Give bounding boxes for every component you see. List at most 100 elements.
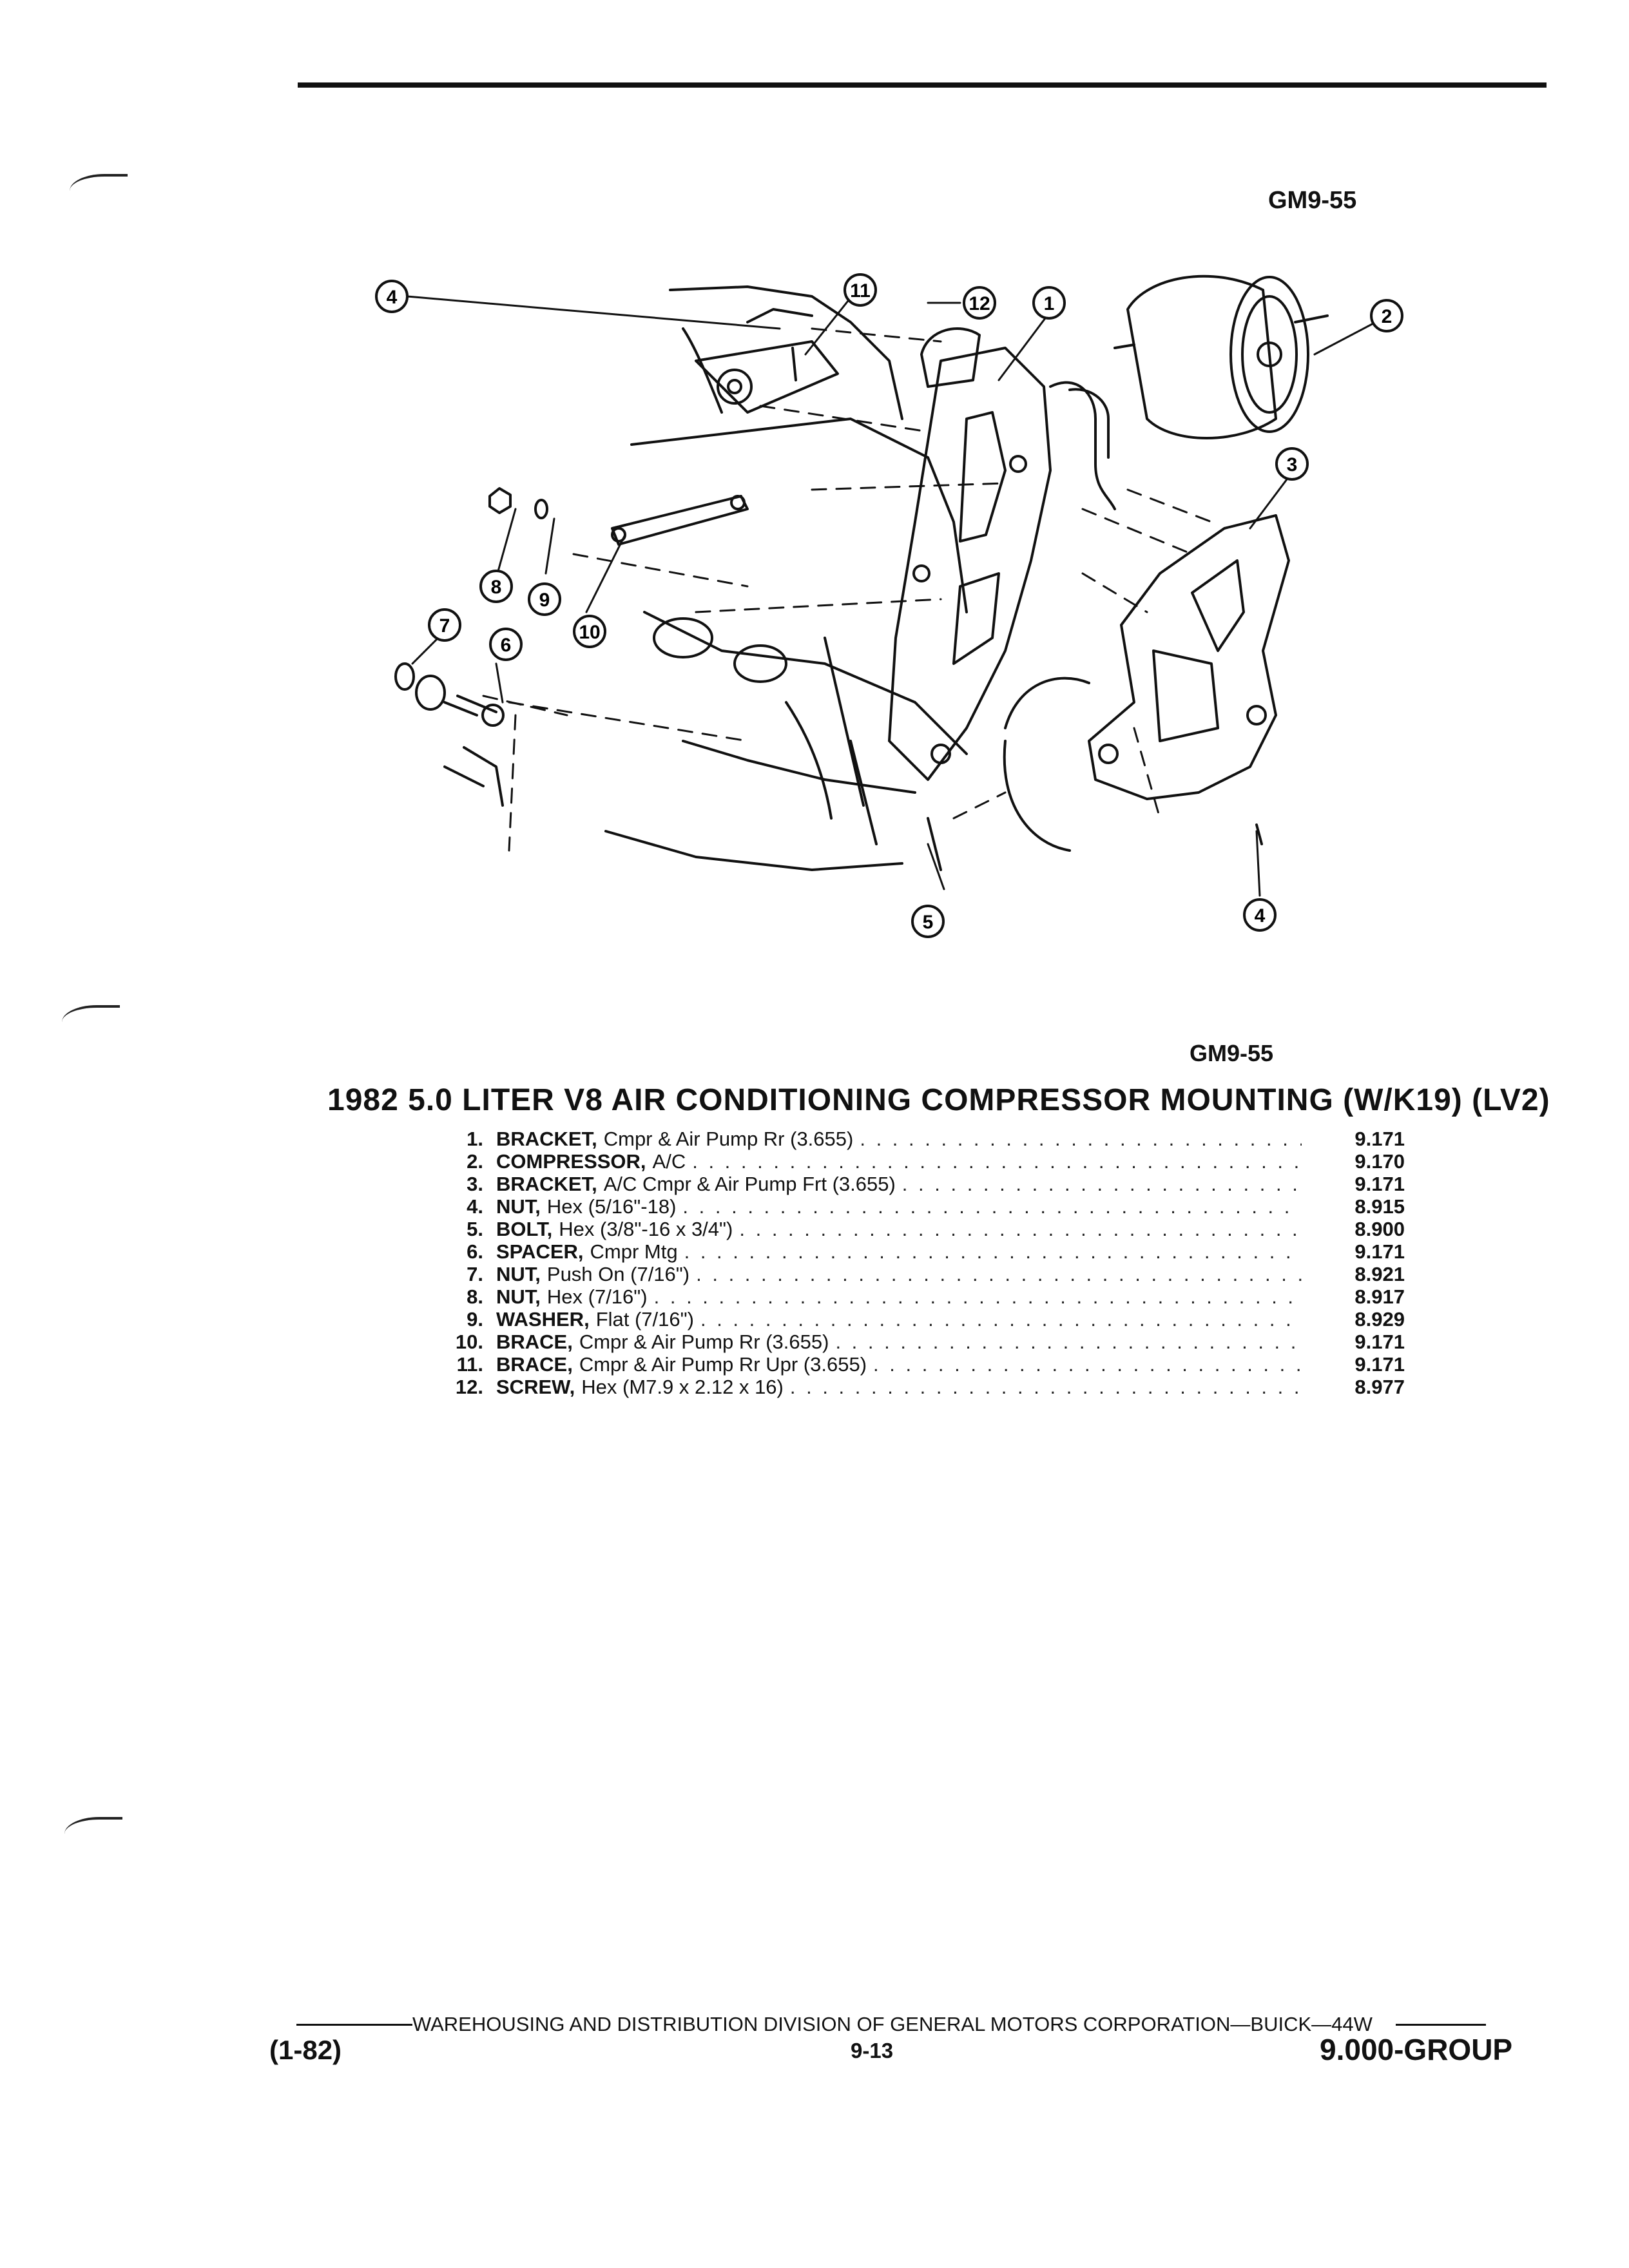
dot-leader — [867, 1353, 1302, 1376]
parts-list-row: 5.BOLT,Hex (3/8"-16 x 3/4")8.900 — [425, 1218, 1405, 1240]
part-number: 2. — [467, 1150, 483, 1173]
part-description: Hex (7/16") — [546, 1285, 648, 1308]
part-name: SCREW, — [496, 1376, 575, 1398]
callout-5: 5 — [911, 905, 945, 938]
part-description: Flat (7/16") — [595, 1308, 694, 1331]
part-number: 11. — [456, 1353, 483, 1376]
svg-text:6: 6 — [501, 635, 512, 656]
footer-date-code: (1-82) — [269, 2035, 342, 2065]
rear-bracket — [888, 347, 1052, 781]
hose — [1049, 381, 1116, 510]
part-name: NUT, — [496, 1195, 541, 1218]
exploded-view-diagram: 4 11 12 1 2 3 8 9 10 7 6 5 4 — [375, 273, 1403, 938]
callout-7: 7 — [428, 608, 461, 642]
group-reference: 9.171 — [1354, 1173, 1405, 1195]
part-name: NUT, — [496, 1263, 541, 1285]
nut-8 — [488, 487, 512, 514]
parts-list-row: 3.BRACKET,A/C Cmpr & Air Pump Frt (3.655… — [425, 1173, 1405, 1195]
part-number: 9. — [467, 1308, 483, 1331]
parts-list-row: 2. COMPRESSOR, A/C 9.170 — [425, 1150, 1405, 1173]
nut-4-lower — [1255, 823, 1263, 845]
part-description: A/C — [652, 1150, 686, 1173]
group-reference: 8.915 — [1354, 1195, 1405, 1218]
part-name: BRACKET, — [496, 1128, 597, 1150]
part-description: Hex (5/16"-18) — [546, 1195, 677, 1218]
callout-8: 8 — [479, 570, 513, 603]
callout-1: 1 — [1032, 286, 1066, 320]
edge-mark — [64, 1817, 122, 1845]
part-name: BRACKET, — [496, 1173, 597, 1195]
dot-leader — [689, 1263, 1302, 1286]
part-description: Hex (3/8"-16 x 3/4") — [559, 1218, 733, 1240]
group-reference: 9.171 — [1354, 1353, 1405, 1376]
parts-list-row: 1. BRACKET, Cmpr & Air Pump Rr (3.655) 9.17… — [425, 1128, 1405, 1150]
part-number: 7. — [467, 1263, 483, 1285]
part-description: Hex (M7.9 x 2.12 x 16) — [581, 1376, 784, 1398]
callout-9: 9 — [528, 582, 561, 616]
figure-code-top: GM9-55 — [1268, 187, 1357, 214]
leader-lines — [406, 295, 1377, 897]
group-reference: 9.171 — [1354, 1240, 1405, 1263]
part-description: Cmpr Mtg — [590, 1240, 678, 1263]
parts-list-row: 11. BRACE, Cmpr & Air Pump Rr Upr (3.655) 9… — [425, 1353, 1405, 1376]
dot-leader — [896, 1173, 1302, 1196]
part-description: Cmpr & Air Pump Rr (3.655) — [603, 1128, 854, 1150]
compressor — [1113, 274, 1329, 439]
part-description: Push On (7/16") — [546, 1263, 690, 1285]
part-name: NUT, — [496, 1285, 541, 1308]
svg-text:11: 11 — [850, 280, 871, 302]
callout-4-bottom: 4 — [1243, 898, 1277, 932]
svg-text:5: 5 — [923, 912, 934, 933]
footer-rule-right — [1395, 2023, 1486, 2026]
svg-text:3: 3 — [1287, 454, 1298, 476]
parts-list-row: 6.SPACER,Cmpr Mtg9.171 — [425, 1240, 1405, 1263]
part-number: 1. — [467, 1128, 483, 1150]
dot-leader — [853, 1128, 1302, 1151]
group-reference: 9.170 — [1354, 1150, 1405, 1173]
edge-mark — [62, 1005, 120, 1033]
group-reference: 9.171 — [1354, 1331, 1405, 1353]
callout-10: 10 — [573, 615, 606, 648]
washer-9 — [534, 499, 548, 519]
part-name: BRACE, — [496, 1353, 573, 1376]
brace-10 — [611, 495, 749, 546]
svg-text:10: 10 — [579, 622, 600, 643]
dot-leader — [676, 1195, 1302, 1218]
svg-text:7: 7 — [439, 615, 450, 637]
parts-list-row: 9.WASHER,Flat (7/16")8.929 — [425, 1308, 1405, 1331]
footer-group: 9.000-GROUP — [1320, 2033, 1513, 2066]
dot-leader — [733, 1218, 1302, 1241]
parts-list-row: 8.NUT,Hex (7/16")8.917 — [425, 1285, 1405, 1308]
part-description: A/C Cmpr & Air Pump Frt (3.655) — [603, 1173, 896, 1195]
part-name: COMPRESSOR, — [496, 1150, 646, 1173]
figure-code-bottom: GM9-55 — [1190, 1040, 1274, 1066]
part-name: BRACE, — [496, 1331, 573, 1353]
callout-11: 11 — [843, 273, 877, 307]
parts-list-row: 10. BRACE, Cmpr & Air Pump Rr (3.655) 9.171 — [425, 1331, 1405, 1353]
footer-page-number: 9-13 — [851, 2039, 894, 2062]
part-name: SPACER, — [496, 1240, 584, 1263]
part-description: Cmpr & Air Pump Rr (3.655) — [579, 1331, 829, 1353]
callout-4-top: 4 — [375, 280, 409, 313]
footer-division-line: WAREHOUSING AND DISTRIBUTION DIVISION OF… — [296, 2013, 1508, 2036]
pulley-arc — [1004, 677, 1090, 729]
air-pump — [695, 308, 839, 414]
part-number: 10. — [455, 1331, 483, 1353]
bolt-5 — [927, 817, 942, 871]
group-reference: 8.900 — [1354, 1218, 1405, 1240]
dot-leader — [678, 1240, 1302, 1264]
dot-leader — [784, 1376, 1302, 1399]
svg-text:2: 2 — [1382, 306, 1393, 327]
callout-3: 3 — [1275, 447, 1309, 481]
group-reference: 9.171 — [1354, 1128, 1405, 1150]
pulley-arc — [1003, 740, 1071, 852]
part-number: 12. — [455, 1376, 483, 1398]
group-reference: 8.977 — [1354, 1376, 1405, 1398]
part-description: Cmpr & Air Pump Rr Upr (3.655) — [579, 1353, 867, 1376]
top-rule — [298, 82, 1547, 88]
svg-text:1: 1 — [1044, 293, 1055, 314]
parts-list-row: 4.NUT,Hex (5/16"-18)8.915 — [425, 1195, 1405, 1218]
svg-text:12: 12 — [969, 293, 990, 314]
callout-2: 2 — [1370, 299, 1403, 332]
parts-list: 1. BRACKET, Cmpr & Air Pump Rr (3.655) 9.17… — [425, 1128, 1405, 1398]
